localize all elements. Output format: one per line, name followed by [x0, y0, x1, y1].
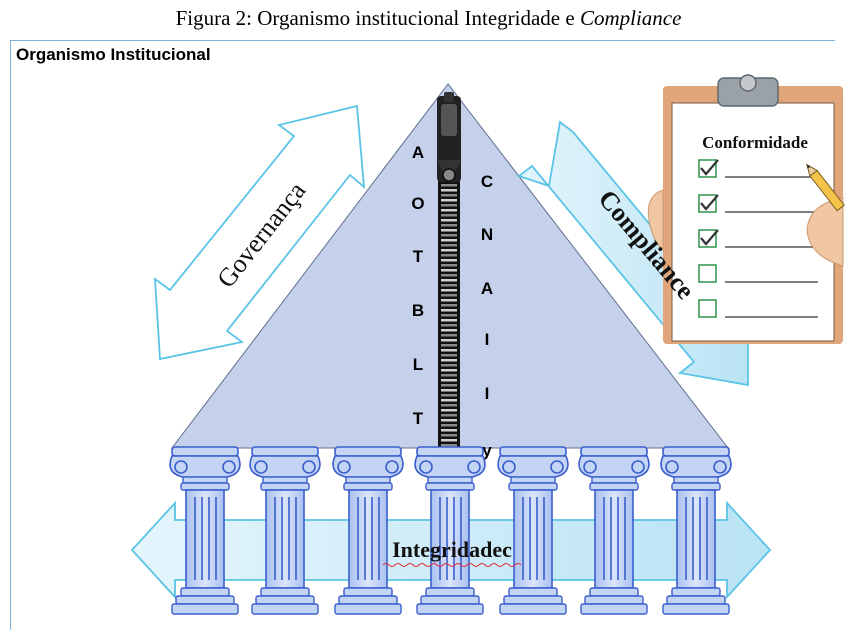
- zipper-letter: T: [413, 409, 424, 428]
- zipper-letter: O: [411, 194, 424, 213]
- zipper-letter: I: [485, 384, 490, 403]
- zipper-letter: I: [485, 330, 490, 349]
- hand-left-icon: [647, 189, 664, 252]
- pencil-icon: [805, 163, 845, 212]
- hand-right-icon: [806, 197, 844, 267]
- zipper-letter: T: [413, 247, 424, 266]
- zipper-letter: y: [482, 441, 492, 460]
- checked-box-icon: [698, 194, 717, 213]
- zipper-letter: B: [412, 301, 424, 320]
- empty-box-icon: [698, 299, 717, 318]
- diagram-frame: [10, 40, 835, 630]
- caption-italic: Compliance: [579, 6, 682, 30]
- checked-box-icon: [698, 159, 717, 178]
- zipper-left-letters: A O T B L T: [411, 143, 424, 428]
- clipboard: Conformidade: [647, 74, 845, 344]
- zipper-letter: A: [412, 143, 424, 162]
- check-mark-icon: [700, 194, 719, 211]
- zipper-right-letters: C N A I Iy: [481, 172, 493, 460]
- zipper-letter: C: [481, 172, 493, 191]
- integridade-label: Integridadec: [392, 537, 512, 562]
- checked-box-icon: [698, 229, 717, 248]
- zipper-letter: N: [481, 225, 493, 244]
- zipper-letter: L: [413, 355, 423, 374]
- check-mark-icon: [700, 229, 719, 246]
- figure-caption: Figura 2: Organismo institucional Integr…: [0, 6, 857, 31]
- zipper-letter: A: [481, 279, 493, 298]
- conformidade-title: Conformidade: [702, 133, 808, 152]
- governanca-arrow: [153, 104, 366, 361]
- spellcheck-underline: [382, 563, 522, 567]
- frame-title: Organismo Institucional: [16, 45, 211, 64]
- check-mark-icon: [700, 159, 719, 176]
- empty-box-icon: [698, 264, 717, 283]
- zipper: [437, 92, 461, 448]
- caption-prefix: Figura 2: Organismo institucional Integr…: [175, 6, 580, 30]
